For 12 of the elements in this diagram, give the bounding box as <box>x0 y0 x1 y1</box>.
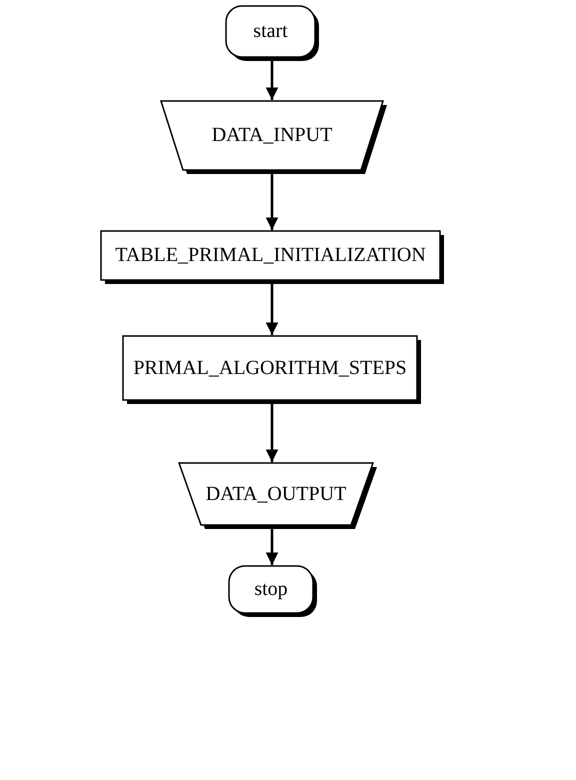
node-label: stop <box>254 577 289 602</box>
node-label: DATA_OUTPUT <box>206 482 348 506</box>
terminal-shape <box>228 565 318 618</box>
node-label: start <box>253 19 289 44</box>
output-trapezoid <box>178 462 378 530</box>
input-trapezoid <box>160 100 388 175</box>
node-label: PRIMAL_ALGORITHM_STEPS <box>133 356 408 380</box>
node-label: DATA_INPUT <box>212 123 334 148</box>
process-box <box>100 230 445 285</box>
node-label: TABLE_PRIMAL_INITIALIZATION <box>115 243 427 268</box>
terminal-shape <box>225 5 320 62</box>
process-box <box>122 335 422 405</box>
